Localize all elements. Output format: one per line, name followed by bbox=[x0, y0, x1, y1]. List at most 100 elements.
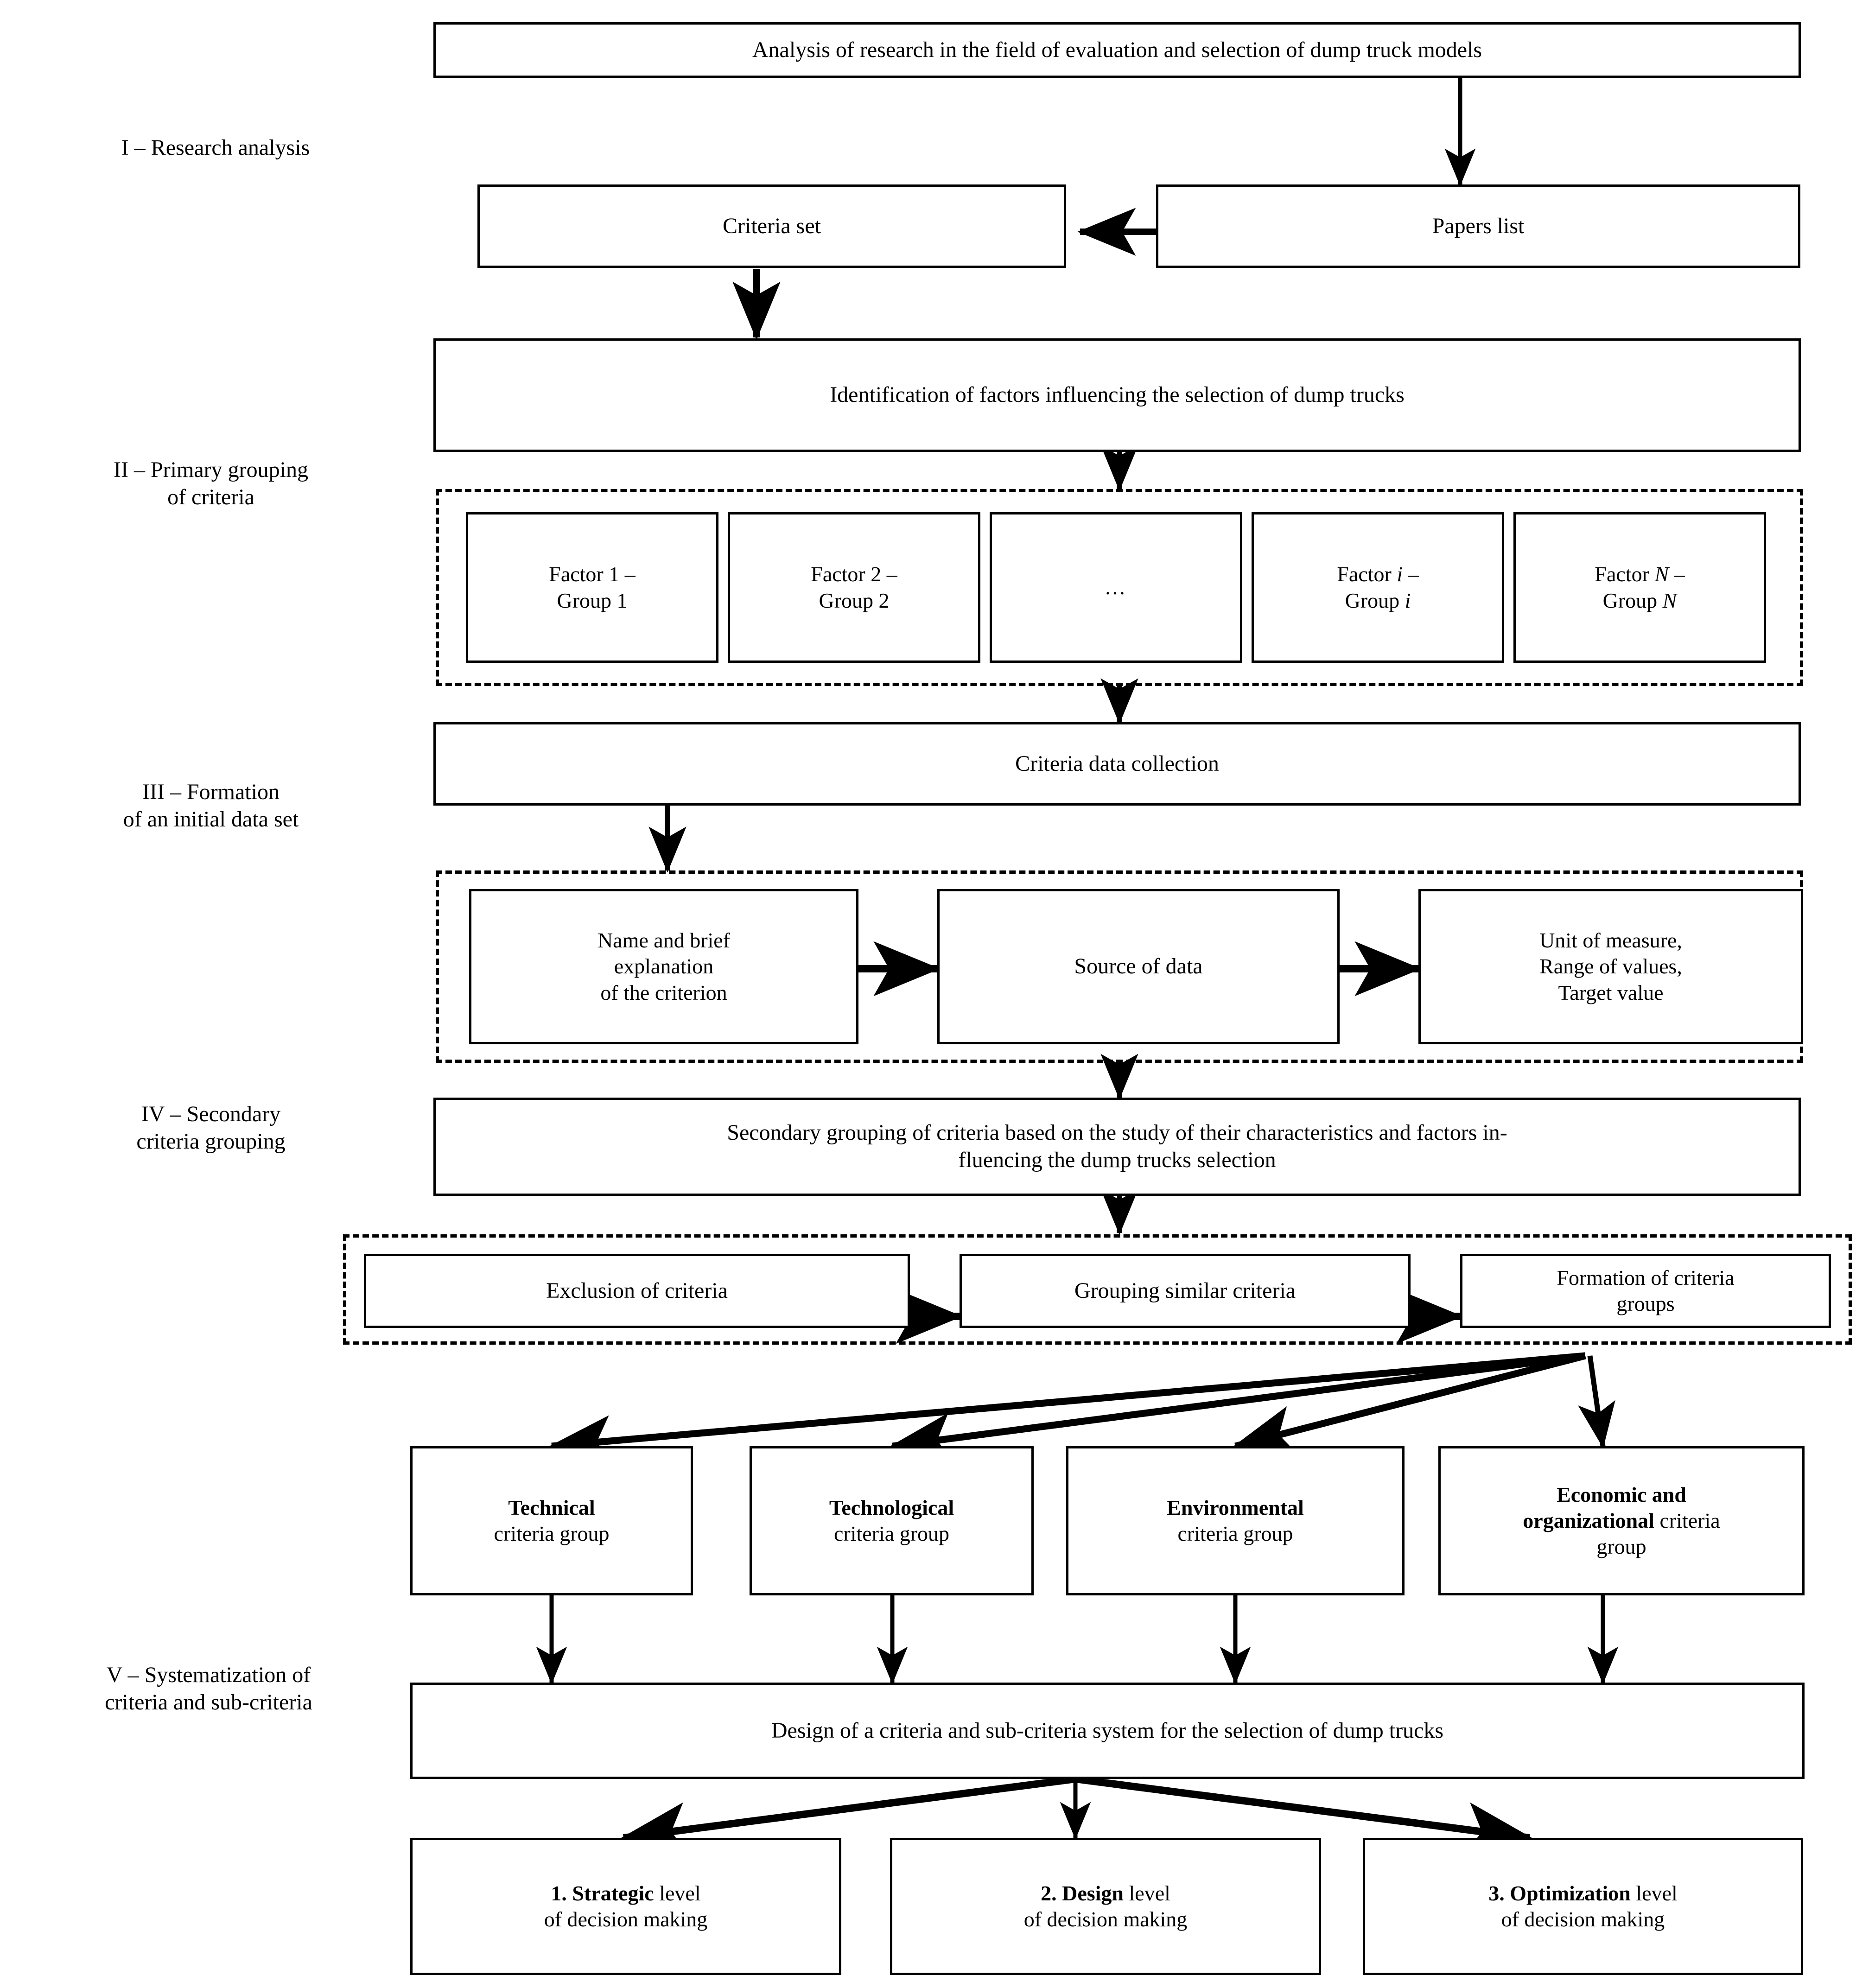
node-design-level[interactable]: 2. Design level of decision making bbox=[890, 1838, 1321, 1975]
group-primary-factor-container bbox=[436, 489, 1803, 686]
factor-1-line2: Group 1 bbox=[557, 588, 628, 612]
node-grouping-similar-criteria-label: Grouping similar criteria bbox=[1074, 1278, 1296, 1303]
node-analysis-of-research[interactable]: Analysis of research in the field of eva… bbox=[433, 22, 1801, 78]
stage-label-III-line2: of an initial data set bbox=[123, 807, 299, 832]
stage-label-V-line1: V – Systematization of bbox=[106, 1663, 311, 1687]
factor-2-line2: Group 2 bbox=[819, 588, 890, 612]
node-factor-ellipsis-label: … bbox=[1104, 575, 1128, 599]
node-source-of-data-label: Source of data bbox=[1074, 954, 1203, 979]
secondary-line1: Secondary grouping of criteria based on … bbox=[727, 1120, 1507, 1145]
stage-label-V-line2: criteria and sub-criteria bbox=[105, 1689, 312, 1715]
node-secondary-grouping[interactable]: Secondary grouping of criteria based on … bbox=[433, 1098, 1801, 1196]
level1-bold: 1. Strategic bbox=[551, 1881, 654, 1905]
node-environmental-criteria-group[interactable]: Environmental criteria group bbox=[1066, 1446, 1405, 1595]
level3-line2: of decision making bbox=[1501, 1907, 1665, 1931]
factor-i-dash: – bbox=[1403, 562, 1419, 586]
node-unit-range-target[interactable]: Unit of measure, Range of values, Target… bbox=[1418, 889, 1803, 1044]
technical-bold: Technical bbox=[508, 1495, 595, 1519]
group-secondary-grouping-container bbox=[343, 1234, 1852, 1345]
group-n-prefix: Group bbox=[1602, 588, 1663, 612]
node-factor-n-group-n[interactable]: Factor N – Group N bbox=[1513, 512, 1766, 663]
technological-rest: criteria group bbox=[833, 1522, 950, 1545]
factor-i-prefix: Factor bbox=[1337, 562, 1397, 586]
node-name-and-brief-explanation[interactable]: Name and brief explanation of the criter… bbox=[469, 889, 858, 1044]
node-technical-criteria-group[interactable]: Technical criteria group bbox=[410, 1446, 693, 1595]
unit-line2: Range of values, bbox=[1539, 954, 1682, 978]
name-brief-line3: of the criterion bbox=[600, 980, 727, 1004]
node-factor-1-group-1[interactable]: Factor 1 – Group 1 bbox=[466, 512, 718, 663]
econorg-bold-line1: Economic and bbox=[1557, 1482, 1686, 1506]
econorg-bold-line2: organizational bbox=[1523, 1508, 1654, 1532]
level1-rest: level bbox=[654, 1881, 701, 1905]
node-design-of-criteria-system-label: Design of a criteria and sub-criteria sy… bbox=[771, 1718, 1444, 1743]
node-formation-of-criteria-groups[interactable]: Formation of criteria groups bbox=[1460, 1254, 1831, 1328]
node-environmental-criteria-group-label: Environmental criteria group bbox=[1160, 1495, 1310, 1547]
node-optimization-level[interactable]: 3. Optimization level of decision making bbox=[1363, 1838, 1803, 1975]
unit-line3: Target value bbox=[1558, 980, 1664, 1004]
level2-rest: level bbox=[1124, 1881, 1170, 1905]
factor-n-dash: – bbox=[1669, 562, 1685, 586]
stage-label-III: III – Formation of an initial data set bbox=[19, 779, 403, 833]
node-exclusion-of-criteria-label: Exclusion of criteria bbox=[546, 1278, 728, 1303]
level3-rest: level bbox=[1630, 1881, 1678, 1905]
node-factor-1-group-1-label: Factor 1 – Group 1 bbox=[542, 561, 642, 613]
stage-label-II-line1: II – Primary grouping bbox=[114, 457, 308, 482]
node-design-of-criteria-system[interactable]: Design of a criteria and sub-criteria sy… bbox=[410, 1683, 1805, 1779]
node-name-and-brief-explanation-label: Name and brief explanation of the criter… bbox=[591, 927, 737, 1005]
node-technical-criteria-group-label: Technical criteria group bbox=[487, 1495, 616, 1547]
unit-line1: Unit of measure, bbox=[1539, 928, 1682, 953]
node-strategic-level-label: 1. Strategic level of decision making bbox=[538, 1880, 714, 1932]
node-exclusion-of-criteria[interactable]: Exclusion of criteria bbox=[364, 1254, 910, 1328]
node-identification-of-factors-label: Identification of factors influencing th… bbox=[830, 382, 1405, 407]
node-formation-of-criteria-groups-label: Formation of criteria groups bbox=[1550, 1265, 1741, 1317]
secondary-line2: fluencing the dump trucks selection bbox=[958, 1148, 1276, 1172]
level2-line2: of decision making bbox=[1023, 1907, 1188, 1931]
formation-line2: groups bbox=[1616, 1292, 1675, 1315]
factor-n-variable: N bbox=[1654, 562, 1669, 586]
node-papers-list-label: Papers list bbox=[1432, 213, 1525, 238]
group-i-prefix: Group bbox=[1345, 588, 1405, 612]
environmental-rest: criteria group bbox=[1177, 1522, 1293, 1545]
stage-label-V: V – Systematization of criteria and sub-… bbox=[9, 1662, 408, 1716]
node-technological-criteria-group-label: Technological criteria group bbox=[823, 1495, 960, 1547]
node-identification-of-factors[interactable]: Identification of factors influencing th… bbox=[433, 338, 1801, 452]
stage-label-I: I – Research analysis bbox=[28, 134, 403, 162]
factor-n-prefix: Factor bbox=[1595, 562, 1655, 586]
node-technological-criteria-group[interactable]: Technological criteria group bbox=[750, 1446, 1034, 1595]
group-n-variable: N bbox=[1662, 588, 1677, 612]
node-economic-organizational-criteria-group[interactable]: Economic and organizational criteria gro… bbox=[1438, 1446, 1805, 1595]
name-brief-line1: Name and brief bbox=[597, 928, 731, 953]
node-grouping-similar-criteria[interactable]: Grouping similar criteria bbox=[960, 1254, 1411, 1328]
formation-line1: Formation of criteria bbox=[1557, 1265, 1735, 1289]
node-source-of-data[interactable]: Source of data bbox=[937, 889, 1340, 1044]
node-criteria-set[interactable]: Criteria set bbox=[477, 184, 1066, 268]
stage-label-IV: IV – Secondary criteria grouping bbox=[19, 1101, 403, 1155]
level3-bold: 3. Optimization bbox=[1488, 1881, 1631, 1905]
node-papers-list[interactable]: Papers list bbox=[1156, 184, 1800, 268]
node-economic-organizational-criteria-group-label: Economic and organizational criteria gro… bbox=[1516, 1482, 1726, 1560]
factor-2-line1: Factor 2 – bbox=[811, 562, 897, 586]
node-factor-n-group-n-label: Factor N – Group N bbox=[1588, 561, 1691, 613]
stage-label-II-line2: of criteria bbox=[167, 484, 254, 509]
node-factor-i-group-i-label: Factor i – Group i bbox=[1330, 561, 1425, 613]
node-factor-2-group-2-label: Factor 2 – Group 2 bbox=[804, 561, 904, 613]
factor-i-variable: i bbox=[1397, 562, 1403, 586]
node-design-level-label: 2. Design level of decision making bbox=[1017, 1880, 1194, 1932]
node-factor-ellipsis[interactable]: … bbox=[990, 512, 1242, 663]
econorg-rest-line3: group bbox=[1596, 1535, 1646, 1559]
name-brief-line2: explanation bbox=[614, 954, 714, 978]
node-secondary-grouping-label: Secondary grouping of criteria based on … bbox=[724, 1119, 1510, 1174]
node-factor-i-group-i[interactable]: Factor i – Group i bbox=[1252, 512, 1504, 663]
node-strategic-level[interactable]: 1. Strategic level of decision making bbox=[410, 1838, 841, 1975]
node-optimization-level-label: 3. Optimization level of decision making bbox=[1482, 1880, 1684, 1932]
stage-label-I-line1: I – Research analysis bbox=[121, 135, 310, 160]
node-criteria-set-label: Criteria set bbox=[723, 213, 821, 238]
node-factor-2-group-2[interactable]: Factor 2 – Group 2 bbox=[728, 512, 980, 663]
node-criteria-data-collection[interactable]: Criteria data collection bbox=[433, 722, 1801, 806]
group-i-variable: i bbox=[1405, 588, 1411, 612]
stage-label-IV-line1: IV – Secondary bbox=[141, 1102, 281, 1126]
stage-label-III-line1: III – Formation bbox=[142, 780, 280, 804]
level2-bold: 2. Design bbox=[1041, 1881, 1124, 1905]
technological-bold: Technological bbox=[829, 1495, 954, 1519]
